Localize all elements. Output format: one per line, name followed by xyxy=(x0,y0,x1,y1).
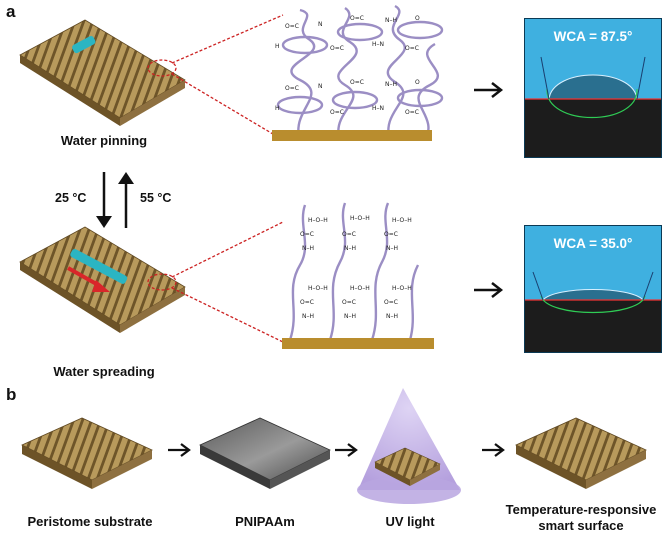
svg-text:N: N xyxy=(318,21,323,28)
svg-text:N–H: N–H xyxy=(302,313,314,320)
panel-label-a: a xyxy=(6,2,16,21)
caption-uv-light: UV light xyxy=(385,514,435,529)
svg-text:O=C: O=C xyxy=(285,85,299,92)
caption-smart-surface-line2: smart surface xyxy=(538,518,624,533)
arrow-to-wca-bottom xyxy=(474,282,504,298)
wca-label-bottom: WCA = 35.0° xyxy=(553,236,633,251)
chemical-groups-top: O=C N O=C N–H O H O=C H–N O=C O=C N O=C N–H O H O=… xyxy=(275,15,420,116)
svg-text:H: H xyxy=(275,105,280,112)
label-cooling-temp: 25 °C xyxy=(55,191,87,205)
svg-text:O: O xyxy=(415,79,420,86)
svg-text:O=C: O=C xyxy=(330,45,344,52)
svg-text:H: H xyxy=(275,43,280,50)
svg-text:N–H: N–H xyxy=(344,313,356,320)
step-arrow-2 xyxy=(335,443,358,457)
panel-label-b: b xyxy=(6,385,17,404)
svg-text:O=C: O=C xyxy=(384,299,398,306)
svg-text:O: O xyxy=(415,15,420,22)
svg-text:H–N: H–N xyxy=(372,41,384,48)
step-pnipaam xyxy=(199,417,331,489)
caption-smart-surface: Temperature-responsive smart surface xyxy=(498,502,664,534)
svg-text:N–H: N–H xyxy=(302,245,314,252)
zoom-circle-bottom xyxy=(147,273,177,291)
svg-text:H–O–H: H–O–H xyxy=(308,217,328,224)
svg-text:O=C: O=C xyxy=(405,45,419,52)
svg-text:O=C: O=C xyxy=(350,15,364,22)
polymer-brush-extended xyxy=(288,202,420,341)
svg-text:H–O–H: H–O–H xyxy=(392,285,412,292)
svg-text:H–O–H: H–O–H xyxy=(392,217,412,224)
water-droplet-spreading xyxy=(70,248,128,284)
svg-text:O=C: O=C xyxy=(384,231,398,238)
svg-text:H–N: H–N xyxy=(372,105,384,112)
substrate-bottom xyxy=(19,226,186,333)
svg-text:H–O–H: H–O–H xyxy=(308,285,328,292)
svg-text:O=C: O=C xyxy=(300,299,314,306)
substrate-base-bottom xyxy=(282,338,434,349)
wca-label-top: WCA = 87.5° xyxy=(553,29,633,44)
svg-text:N–H: N–H xyxy=(385,17,397,24)
svg-text:N: N xyxy=(318,83,323,90)
substrate-top xyxy=(19,19,186,126)
step-peristome-substrate xyxy=(21,417,153,489)
caption-water-pinning: Water pinning xyxy=(60,133,148,148)
cooling-arrow xyxy=(96,172,112,228)
svg-text:O=C: O=C xyxy=(342,231,356,238)
caption-peristome-substrate: Peristome substrate xyxy=(27,514,153,529)
label-heating-temp: 55 °C xyxy=(140,191,172,205)
chemical-groups-bottom: H–O–H H–O–H H–O–H O=C O=C O=C N–H N–H N–H H–O–… xyxy=(300,215,412,320)
substrate-base-top xyxy=(272,130,432,141)
svg-text:N–H: N–H xyxy=(385,81,397,88)
water-droplet-pinned xyxy=(72,36,96,54)
svg-text:O=C: O=C xyxy=(350,79,364,86)
svg-text:N–H: N–H xyxy=(386,245,398,252)
svg-text:O=C: O=C xyxy=(330,109,344,116)
arrow-to-wca-top xyxy=(474,82,504,98)
wca-photo-bottom: WCA = 35.0° xyxy=(524,225,662,353)
step-smart-surface xyxy=(515,417,647,489)
svg-text:O=C: O=C xyxy=(285,23,299,30)
svg-text:H–O–H: H–O–H xyxy=(350,215,370,222)
svg-text:O=C: O=C xyxy=(342,299,356,306)
caption-smart-surface-line1: Temperature-responsive xyxy=(505,502,657,517)
zoom-circle-top xyxy=(147,59,177,77)
svg-text:N–H: N–H xyxy=(344,245,356,252)
caption-pnipaam: PNIPAAm xyxy=(235,514,295,529)
svg-text:N–H: N–H xyxy=(386,313,398,320)
svg-text:O=C: O=C xyxy=(300,231,314,238)
svg-text:H–O–H: H–O–H xyxy=(350,285,370,292)
heating-arrow xyxy=(118,172,134,228)
wca-photo-top: WCA = 87.5° xyxy=(524,18,662,158)
caption-water-spreading: Water spreading xyxy=(53,364,155,379)
polymer-brush-collapsed xyxy=(276,4,444,141)
step-arrow-1 xyxy=(168,443,191,457)
svg-text:O=C: O=C xyxy=(405,109,419,116)
step-arrow-3 xyxy=(482,443,505,457)
step-uv-light xyxy=(357,388,461,504)
